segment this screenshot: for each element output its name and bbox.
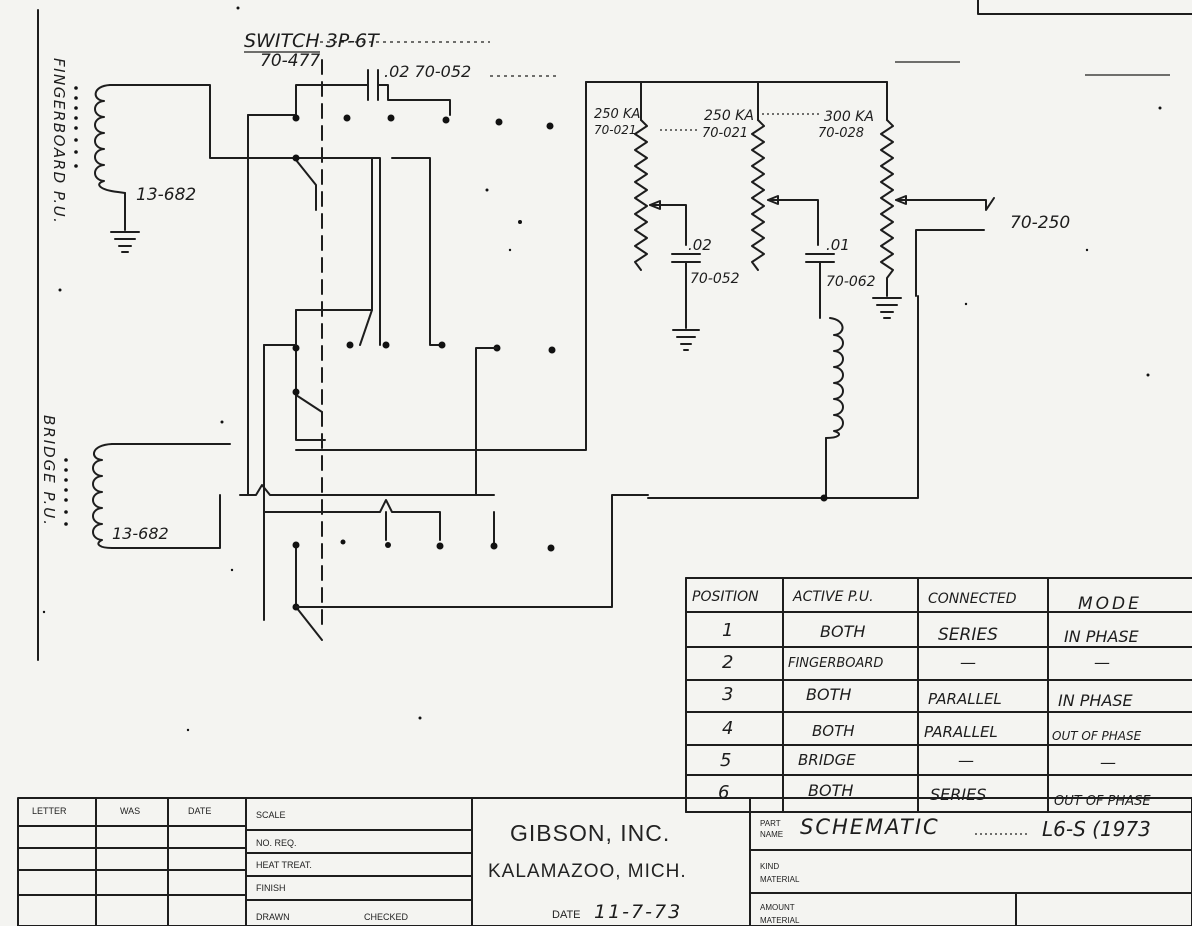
bridge-coil xyxy=(92,443,113,549)
table-row-5-position: 5 xyxy=(720,750,731,771)
pot-1-part: 70-021 xyxy=(594,123,637,137)
choke-coil xyxy=(825,317,844,439)
table-header-active: ACTIVE P.U. xyxy=(792,589,874,605)
table-row-4-mode: OUT OF PHASE xyxy=(1052,729,1142,743)
company-city: KALAMAZOO, MICH. xyxy=(488,861,687,882)
ground-symbol-2 xyxy=(672,329,700,351)
table-row-3-mode: IN PHASE xyxy=(1058,691,1134,710)
table-row-4-active: BOTH xyxy=(812,722,855,740)
table-row-2-active: FINGERBOARD xyxy=(788,656,883,671)
table-header-position: POSITION xyxy=(692,589,759,605)
drawn-label: DRAWN xyxy=(256,912,290,922)
pot-1: 250 KA 70-021 xyxy=(594,81,687,271)
drawing-date: 11-7-73 xyxy=(594,901,682,923)
fingerboard-pickup-name: FINGERBOARD P.U. xyxy=(50,58,68,224)
table-row-4-position: 4 xyxy=(722,718,733,739)
kind-label-2: MATERIAL xyxy=(760,875,800,884)
part-model: L6-S (1973 xyxy=(1042,817,1151,841)
table-row-2-mode: — xyxy=(1094,653,1110,672)
table-row-1-mode: IN PHASE xyxy=(1064,627,1140,646)
rev-header-was: WAS xyxy=(120,806,140,816)
fingerboard-coil xyxy=(94,84,126,194)
part-name: SCHEMATIC xyxy=(800,815,940,839)
pickup-dots-2 xyxy=(64,458,68,526)
pot-1-value: 250 KA xyxy=(594,107,640,122)
no-req-label: NO. REQ. xyxy=(256,838,297,848)
bridge-pickup-name: BRIDGE P.U. xyxy=(40,415,58,527)
position-table: POSITION ACTIVE P.U. CONNECTED MODE 1 BO… xyxy=(685,577,1192,813)
jack-part: 70-250 xyxy=(1010,213,1070,233)
cap-2-part: 70-062 xyxy=(826,274,876,290)
cap-1-part: 70-052 xyxy=(690,271,740,287)
fingerboard-pickup-part: 13-682 xyxy=(136,185,196,205)
amount-label-2: MATERIAL xyxy=(760,916,800,925)
amount-label-1: AMOUNT xyxy=(760,903,795,912)
table-row-6-connected: SERIES xyxy=(930,785,986,804)
cap-1-value: .02 xyxy=(688,236,712,254)
fingerboard-pickup: 13-682 FINGERBOARD P.U. xyxy=(50,58,241,253)
controls: 250 KA 70-021 250 KA 70-021 300 KA 70-02… xyxy=(295,81,1070,502)
heat-treat-label: HEAT TREAT. xyxy=(256,860,312,870)
table-row-6-active: BOTH xyxy=(808,781,853,800)
pickup-dots-1 xyxy=(74,86,78,168)
pot-3: 300 KA 70-028 xyxy=(762,81,995,297)
table-row-6-position: 6 xyxy=(718,782,729,803)
pot-2-part: 70-021 xyxy=(702,126,748,141)
table-row-1-position: 1 xyxy=(722,620,733,641)
pot-3-value: 300 KA xyxy=(824,109,874,125)
rotary-switch xyxy=(239,59,649,641)
table-header-connected: CONNECTED xyxy=(928,591,1017,607)
switch-cap-label: .02 70-052 xyxy=(384,62,471,81)
table-row-5-active: BRIDGE xyxy=(798,751,856,769)
scan-specks xyxy=(42,6,1162,732)
table-row-2-position: 2 xyxy=(722,652,733,673)
switch-label-group: SWITCH 3P-6T 70-477 .02 70-052 xyxy=(244,30,560,81)
table-row-5-connected: — xyxy=(958,751,974,770)
cap-1: .02 70-052 xyxy=(671,236,740,351)
date-label: DATE xyxy=(552,909,581,921)
sheet-border xyxy=(37,0,1192,661)
bridge-pickup-part: 13-682 xyxy=(112,524,169,543)
finish-label: FINISH xyxy=(256,883,286,893)
table-row-1-active: BOTH xyxy=(820,622,865,641)
rev-header-letter: LETTER xyxy=(32,806,67,816)
table-row-6-mode: OUT OF PHASE xyxy=(1054,794,1151,809)
table-row-1-connected: SERIES xyxy=(938,625,998,645)
switch-part: 70-477 xyxy=(260,51,320,71)
part-name-label-2: NAME xyxy=(760,830,783,839)
company-name: GIBSON, INC. xyxy=(510,820,670,846)
bridge-pickup: 13-682 BRIDGE P.U. xyxy=(40,415,231,549)
kind-label-1: KIND xyxy=(760,862,779,871)
table-row-3-active: BOTH xyxy=(806,685,851,704)
table-row-3-position: 3 xyxy=(722,684,733,705)
switch-label: SWITCH 3P-6T xyxy=(244,30,380,52)
part-name-label-1: PART xyxy=(760,819,781,828)
table-row-4-connected: PARALLEL xyxy=(924,723,998,741)
table-row-3-connected: PARALLEL xyxy=(928,690,1002,708)
ground-symbol-3 xyxy=(872,297,902,319)
cap-2: .01 70-062 xyxy=(805,236,876,319)
table-header-mode: MODE xyxy=(1078,594,1142,614)
pot-3-part: 70-028 xyxy=(818,126,864,141)
checked-label: CHECKED xyxy=(364,912,409,922)
pot-2: 250 KA 70-021 xyxy=(660,81,819,271)
scale-label: SCALE xyxy=(256,810,286,820)
pot-2-value: 250 KA xyxy=(704,108,754,124)
table-row-2-connected: — xyxy=(960,653,976,672)
title-block: LETTER WAS DATE SCALE NO. REQ. HEAT TREA… xyxy=(17,797,1192,926)
cap-2-value: .01 xyxy=(826,236,850,254)
table-row-5-mode: — xyxy=(1100,753,1116,772)
rev-header-date: DATE xyxy=(188,806,211,816)
ground-symbol-1 xyxy=(110,231,140,253)
